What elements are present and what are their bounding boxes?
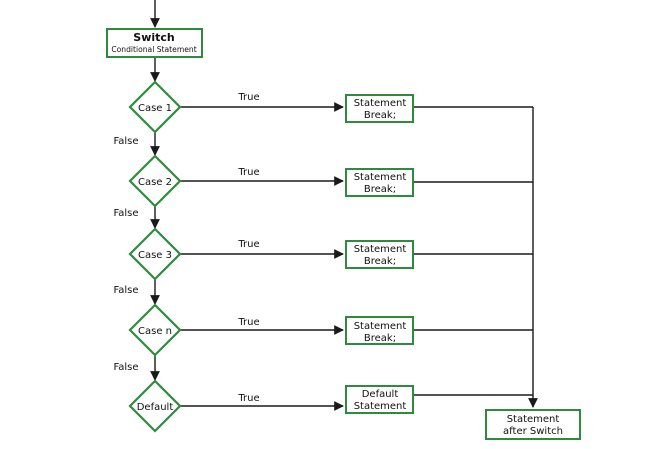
case-1-statement-line-1: Statement (354, 98, 407, 109)
case-n-true-label: True (237, 317, 259, 328)
case-1-true-label: True (237, 92, 259, 103)
case-2-diamond (128, 154, 182, 208)
case-3-diamond (128, 227, 182, 281)
case-1-statement-line-2: Break; (364, 110, 396, 121)
case-2-statement-line-1: Statement (354, 172, 407, 183)
case-2: Case 2 True False Statement Break; (113, 154, 414, 219)
case-2-statement-box (345, 168, 414, 197)
default-statement-line-2: Statement (354, 401, 407, 412)
default-statement-line-1: Default (362, 389, 399, 400)
after-switch-line-2: after Switch (503, 426, 563, 437)
case-n-statement-line-2: Break; (364, 333, 396, 344)
case-3-statement-line-2: Break; (364, 256, 396, 267)
case-3-statement-line-1: Statement (354, 244, 407, 255)
case-3: Case 3 True False Statement Break; (113, 227, 414, 296)
case-2-label: Case 2 (138, 177, 172, 188)
default-case: Default True Default Statement (128, 379, 414, 433)
case-3-true-label: True (237, 239, 259, 250)
case-n-false-label: False (113, 362, 138, 373)
after-switch-node: Statement after Switch (485, 409, 581, 440)
switch-node-box (106, 28, 203, 58)
connectors (150, 0, 538, 411)
case-n-diamond (128, 303, 182, 357)
case-1-label: Case 1 (138, 103, 172, 114)
case-n-label: Case n (138, 326, 172, 337)
default-label: Default (137, 402, 174, 413)
switch-node: Switch Conditional Statement (106, 28, 203, 58)
case-1-statement-box (345, 94, 414, 123)
switch-title: Switch (133, 31, 174, 44)
case-1-false-label: False (113, 136, 138, 147)
case-2-false-label: False (113, 208, 138, 219)
default-diamond (128, 379, 182, 433)
default-statement-box (345, 385, 414, 414)
case-n-statement-line-1: Statement (354, 321, 407, 332)
case-2-statement-line-2: Break; (364, 184, 396, 195)
case-1-diamond (128, 80, 182, 134)
default-true-label: True (237, 393, 259, 404)
case-n-statement-box (345, 316, 414, 345)
case-2-true-label: True (237, 167, 259, 178)
case-3-false-label: False (113, 285, 138, 296)
after-switch-line-1: Statement (507, 414, 560, 425)
case-n: Case n True False Statement Break; (113, 303, 414, 373)
case-3-label: Case 3 (138, 250, 172, 261)
case-1: Case 1 True False Statement Break; (113, 80, 414, 147)
after-switch-box (485, 409, 581, 440)
switch-subtitle: Conditional Statement (111, 45, 196, 54)
case-3-statement-box (345, 240, 414, 269)
